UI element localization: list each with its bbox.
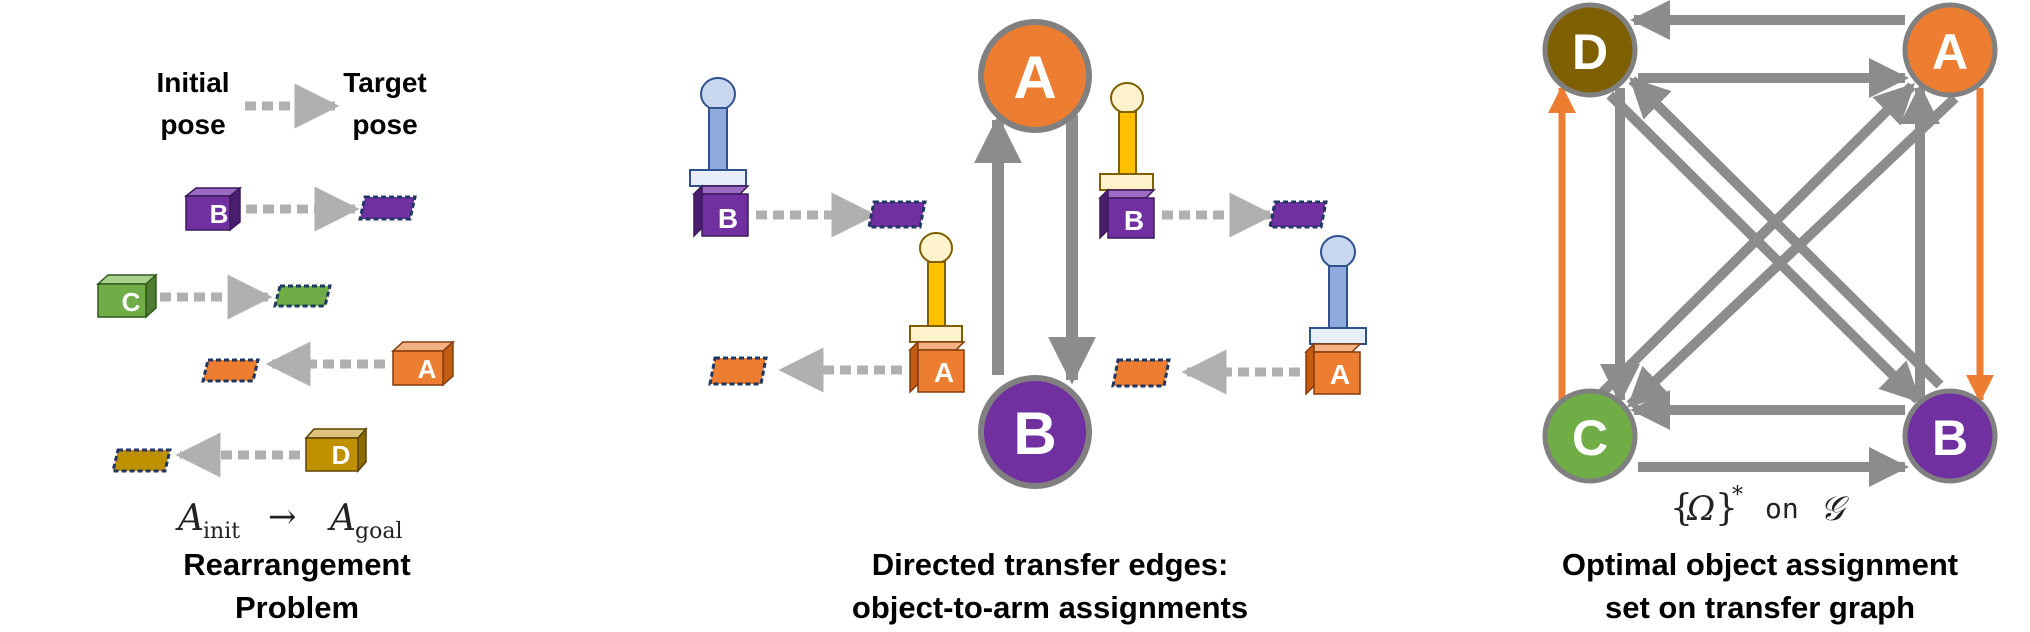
right-arm-blue — [1309, 235, 1367, 345]
edge-b-to-d — [1628, 76, 1944, 389]
object-b-target — [358, 195, 417, 221]
object-b-row: B — [183, 186, 417, 232]
object-a-label: A — [418, 354, 437, 384]
node-b-label: B — [1013, 400, 1056, 467]
graph-node-b-label: B — [1932, 410, 1968, 466]
object-c-row: C — [96, 273, 332, 320]
formula-graph-g: 𝒢 — [1820, 489, 1849, 529]
graph-node-d: D — [1542, 2, 1638, 98]
node-a: A — [978, 19, 1092, 133]
caption-2-line-2: object-to-arm assignments — [852, 590, 1248, 625]
edge-a-to-c — [1626, 94, 1959, 409]
caption-3-line-2: set on transfer graph — [1605, 590, 1915, 625]
node-b: B — [978, 375, 1092, 489]
graph-node-c: C — [1542, 388, 1638, 484]
legend-target-label: Target — [343, 67, 427, 98]
formula-goal-sub: goal — [355, 519, 402, 544]
object-c-label: C — [122, 287, 141, 317]
right-box-a-label: A — [1330, 359, 1350, 390]
object-c-target — [273, 284, 332, 308]
right-box-b-label: B — [1124, 205, 1144, 236]
legend-initial-label: Initial — [156, 67, 229, 98]
object-b-box: B — [183, 186, 243, 232]
left-box-b-label: B — [718, 203, 738, 234]
object-d-row: D — [111, 427, 368, 478]
graph-node-b: B — [1902, 388, 1998, 484]
formula-on: on — [1765, 492, 1799, 525]
object-d-label: D — [332, 440, 351, 470]
middle-box-a: A — [908, 340, 966, 394]
left-a-target — [708, 356, 768, 386]
formula-omega: Ω — [1686, 489, 1715, 529]
panel-transfer-graph: D A C B { Ω } * on 𝒢 Optimal object assi… — [1542, 0, 1998, 625]
legend-initial-label-2: pose — [160, 109, 225, 140]
object-d-target — [111, 448, 172, 473]
right-box-a: A — [1304, 342, 1362, 396]
right-a-target — [1111, 358, 1171, 388]
graph-node-a-label: A — [1932, 24, 1968, 80]
formula-star: * — [1732, 483, 1743, 508]
formula-arrow: → — [268, 497, 297, 537]
object-a-row: A — [201, 340, 455, 387]
graph-formula: { Ω } * on 𝒢 — [1670, 483, 1849, 529]
middle-arm-yellow — [909, 232, 963, 343]
graph-node-c-label: C — [1572, 410, 1608, 466]
caption-1-line-1: Rearrangement — [183, 547, 410, 582]
left-b-target — [867, 200, 927, 229]
object-c-box: C — [96, 273, 158, 319]
left-arm-blue — [689, 77, 747, 187]
left-box-b: B — [692, 184, 750, 238]
node-a-label: A — [1013, 44, 1056, 111]
caption-1-line-2: Problem — [235, 590, 359, 625]
edge-c-to-a — [1596, 82, 1916, 399]
formula-brace-open: { — [1670, 488, 1693, 529]
object-d-box: D — [304, 427, 368, 473]
rearrangement-formula: A init → A goal — [175, 497, 402, 544]
right-arm-yellow — [1099, 82, 1154, 191]
right-box-b: B — [1098, 188, 1156, 240]
middle-box-a-label: A — [934, 357, 954, 388]
graph-node-a: A — [1902, 2, 1998, 98]
object-a-box: A — [391, 340, 455, 387]
formula-a-init: A — [175, 498, 204, 539]
panel-rearrangement-problem: Initial pose Target pose B C — [96, 67, 455, 625]
right-b-target — [1268, 200, 1328, 229]
formula-init-sub: init — [203, 519, 240, 544]
formula-brace-close: } — [1715, 488, 1738, 529]
caption-2-line-1: Directed transfer edges: — [872, 547, 1229, 582]
edge-d-to-b — [1606, 91, 1922, 404]
graph-node-d-label: D — [1572, 24, 1608, 80]
formula-a-goal: A — [327, 498, 356, 539]
object-b-label: B — [210, 199, 229, 229]
object-a-target — [201, 358, 260, 383]
caption-3-line-1: Optimal object assignment — [1562, 547, 1958, 582]
panel-directed-transfer-edges: B A A B — [689, 19, 1367, 625]
legend-target-label-2: pose — [352, 109, 417, 140]
